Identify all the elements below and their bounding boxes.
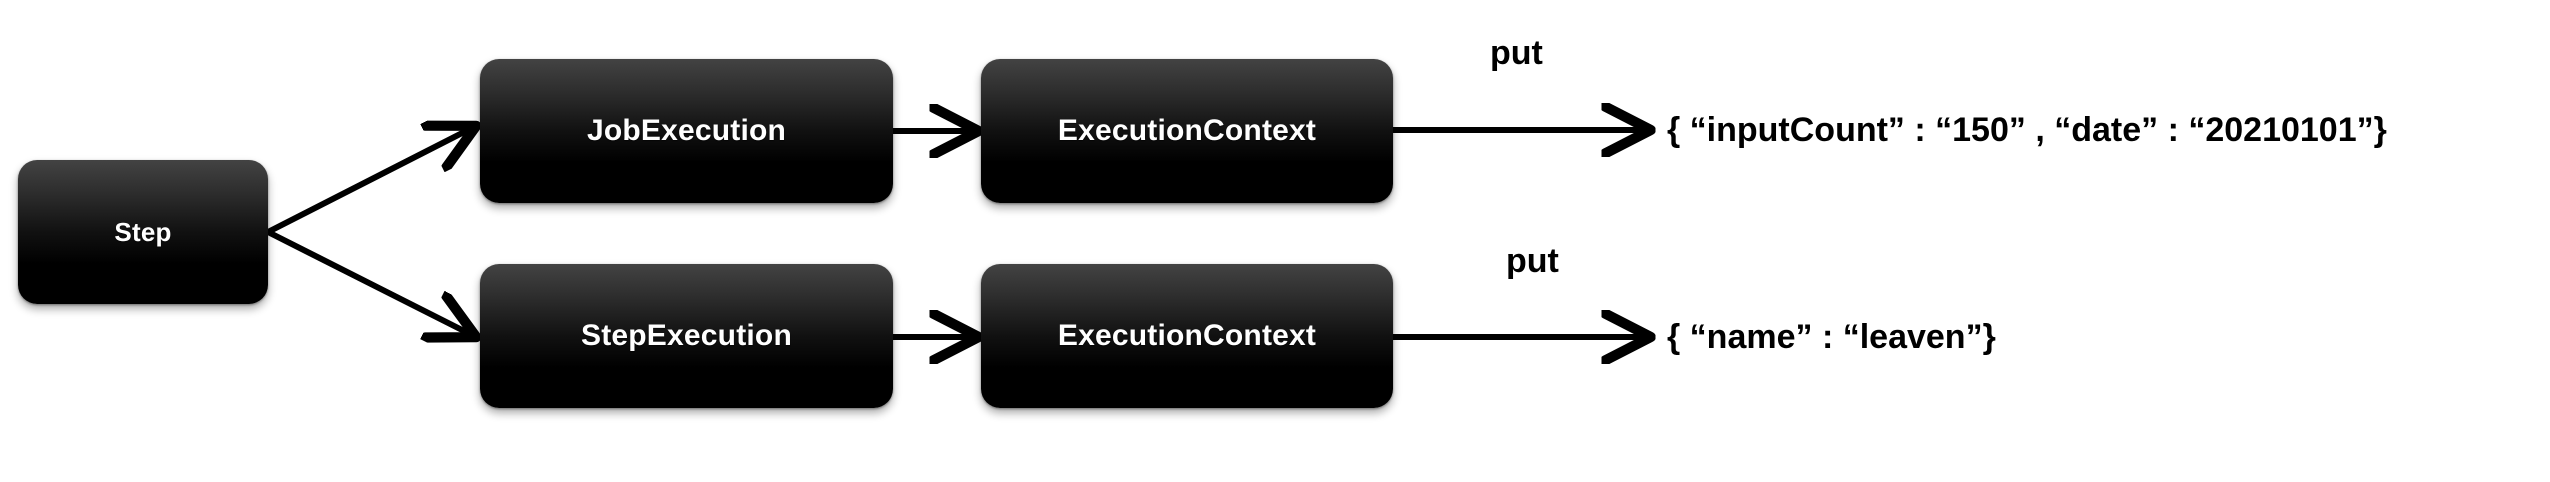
edge-step-to-jobexecution xyxy=(266,128,472,235)
node-stepexecution[interactable]: StepExecution xyxy=(480,264,893,408)
node-executioncontext-bottom[interactable]: ExecutionContext xyxy=(981,264,1393,408)
node-stepexecution-label: StepExecution xyxy=(581,319,792,352)
node-executioncontext-bottom-label: ExecutionContext xyxy=(1057,319,1317,352)
node-jobexecution-label: JobExecution xyxy=(586,114,787,147)
edge-step-to-stepexecution xyxy=(266,229,472,335)
node-jobexecution[interactable]: JobExecution xyxy=(480,59,893,203)
payload-top: { “inputCount” : “150” , “date” : “20210… xyxy=(1667,111,2387,149)
edge-label-put-bottom: put xyxy=(1506,242,1559,280)
edge-label-put-top: put xyxy=(1490,34,1543,72)
node-step-label: Step xyxy=(114,217,172,247)
node-executioncontext-top[interactable]: ExecutionContext xyxy=(981,59,1393,203)
payload-bottom: { “name” : “leaven”} xyxy=(1667,318,1996,356)
node-step[interactable]: Step xyxy=(18,160,268,304)
node-executioncontext-top-label: ExecutionContext xyxy=(1057,114,1317,147)
